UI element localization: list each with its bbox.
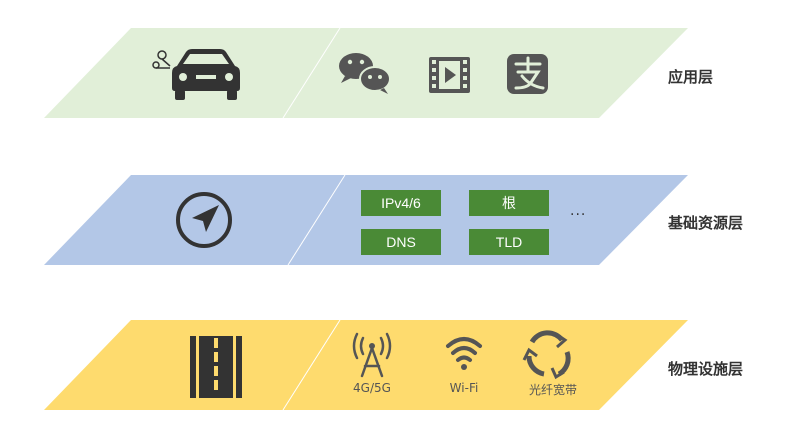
alipay-icon [507,54,548,94]
car-icon [152,49,240,100]
tag-dns: DNS [361,229,441,255]
tag-root: 根 [469,190,549,216]
antenna-icon [352,332,392,378]
physical-layer-divider [282,319,341,411]
caption-wifi: Wi-Fi [449,381,479,395]
tag-ipv46: IPv4/6 [361,190,441,216]
more-ellipsis: ··· [570,207,587,223]
infrastructure-layer-label: 基础资源层 [668,214,744,232]
physical-layer-label: 物理设施层 [668,360,744,378]
fiber-icon [522,330,571,380]
infrastructure-layer-divider [287,174,346,266]
caption-4g5g: 4G/5G [353,381,391,395]
road-icon [190,336,242,398]
wechat-icon [339,53,391,94]
application-layer-divider [282,27,341,119]
tag-tld: TLD [469,229,549,255]
caption-fiber: 光纤宽带 [528,383,577,397]
video-icon [429,57,470,93]
wifi-icon [446,337,482,370]
navigation-icon [176,192,232,248]
application-layer-label: 应用层 [668,68,714,86]
